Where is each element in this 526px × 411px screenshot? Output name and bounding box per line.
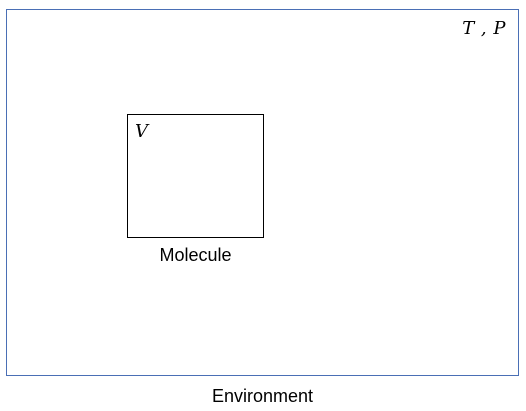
molecule-caption: Molecule bbox=[159, 245, 232, 265]
environment-box: T , P bbox=[6, 9, 519, 376]
environment-caption: Environment bbox=[211, 386, 314, 406]
temperature-pressure-label: T , P bbox=[462, 18, 506, 39]
molecule-box: V bbox=[127, 114, 264, 238]
volume-label: V bbox=[135, 121, 148, 142]
